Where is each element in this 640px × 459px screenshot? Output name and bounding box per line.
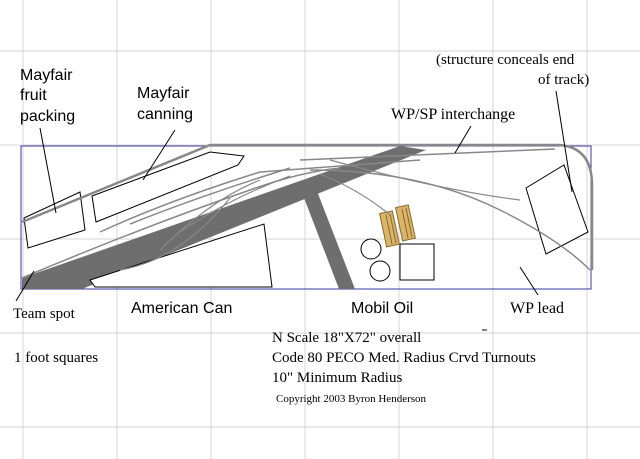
spec-turnouts: Code 80 PECO Med. Radius Crvd Turnouts [272,350,536,366]
leader-lines [15,90,573,302]
mayfair-canning-label-2: canning [137,106,193,123]
copyright: Copyright 2003 Byron Henderson [276,393,427,405]
interchange-label: WP/SP interchange [391,106,515,123]
mayfair-fruit-building [23,191,86,249]
main-road [22,146,426,289]
mayfair-canning-label-1: Mayfair [137,85,190,102]
oil-tank [379,210,400,248]
wp-lead-track [309,169,591,271]
mayfair-canning-building [91,151,245,223]
tank-stripes [385,207,413,245]
mobil-spur [319,173,391,216]
structure-note-2: of track) [538,72,589,88]
mobil-road [301,186,355,289]
yard-track [99,159,421,233]
leader-canning [142,129,176,181]
wp-lead-label: WP lead [510,300,564,317]
yard-track [129,167,291,225]
leader-structure [555,90,573,193]
leader-fruit [39,127,57,214]
mayfair-fruit-label-2: fruit [20,87,47,104]
oil-tank-round [360,238,382,260]
american-can-label: American Can [131,300,232,317]
spec-scale: N Scale 18"X72" overall [272,330,421,346]
spur-track [119,197,231,271]
mayfair-fruit-label-3: packing [20,108,75,125]
american-can-building [89,223,273,288]
structure-note-1: (structure conceals end [436,52,575,68]
spur-track [159,179,261,251]
mobil-oil-label: Mobil Oil [351,300,413,317]
spec-radius: 10" Minimum Radius [272,370,402,386]
leader-wp-lead [519,266,539,296]
structure-spur [329,159,521,201]
structure-building [525,164,589,255]
interchange-track [299,148,556,161]
mayfair-fruit-label-1: Mayfair [20,67,73,84]
main-track [21,143,594,270]
spur-track [179,175,291,233]
leader-interchange [454,125,472,154]
grid-note: 1 foot squares [14,350,98,366]
team-spot-label: Team spot [13,306,76,322]
oil-tank-round [369,260,391,282]
tracks [21,143,594,279]
mobil-building [399,243,435,281]
leader-team-spot [15,270,35,302]
